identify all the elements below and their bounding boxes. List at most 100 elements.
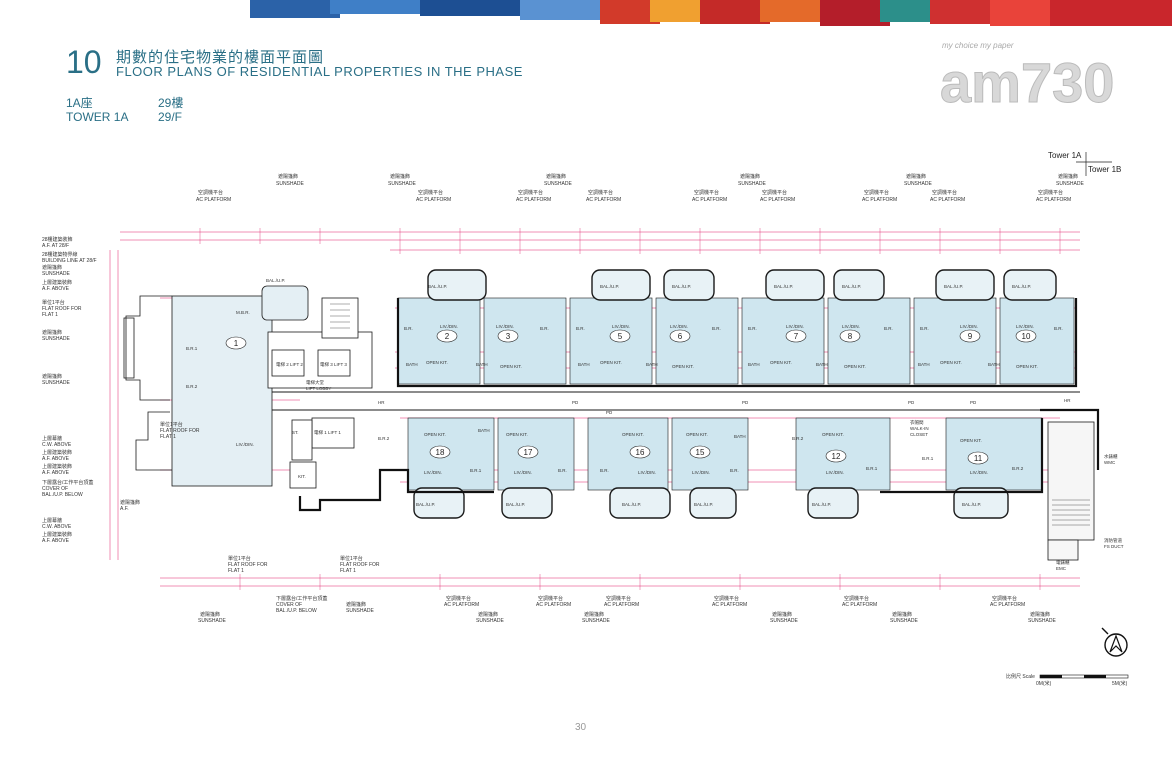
- svg-text:OPEN KIT.: OPEN KIT.: [622, 432, 644, 437]
- svg-text:A.F.: A.F.: [120, 506, 129, 512]
- svg-text:HR: HR: [378, 400, 385, 405]
- svg-text:B.R.: B.R.: [576, 326, 585, 331]
- svg-text:OPEN KIT.: OPEN KIT.: [844, 364, 866, 369]
- bottom-units: [407, 417, 1043, 491]
- svg-text:空調機平台: 空調機平台: [992, 595, 1017, 602]
- svg-text:OPEN KIT.: OPEN KIT.: [940, 360, 962, 365]
- svg-text:BAL./U.P.: BAL./U.P.: [506, 502, 525, 507]
- svg-text:遮陽篷飾: 遮陽篷飾: [42, 264, 62, 271]
- svg-text:FLAT ROOF FOR: FLAT ROOF FOR: [228, 562, 268, 568]
- svg-text:LIV./DIN.: LIV./DIN.: [960, 324, 978, 329]
- svg-text:空調機平台: 空調機平台: [694, 189, 719, 196]
- painting-banner: [0, 0, 1172, 26]
- svg-text:遮陽篷飾: 遮陽篷飾: [346, 601, 366, 608]
- svg-text:BATH: BATH: [918, 362, 930, 367]
- svg-text:SUNSHADE: SUNSHADE: [890, 618, 918, 624]
- svg-text:A.F. ABOVE: A.F. ABOVE: [42, 470, 70, 476]
- svg-text:遮陽篷飾: 遮陽篷飾: [42, 329, 62, 336]
- svg-text:0M(米): 0M(米): [1036, 680, 1052, 687]
- svg-text:單位1平台: 單位1平台: [340, 555, 363, 562]
- svg-text:FLAT 1: FLAT 1: [42, 312, 58, 318]
- svg-text:AC PLATFORM: AC PLATFORM: [692, 197, 727, 203]
- svg-text:FLAT 1: FLAT 1: [228, 568, 244, 574]
- flat-9-number: 9: [968, 332, 973, 341]
- svg-text:BAL./U.P.: BAL./U.P.: [842, 284, 861, 289]
- svg-text:SUNSHADE: SUNSHADE: [476, 618, 504, 624]
- svg-text:Tower 1B: Tower 1B: [1088, 165, 1121, 174]
- svg-text:電梯 2 LIFT 2: 電梯 2 LIFT 2: [276, 361, 303, 368]
- svg-text:OPEN KIT.: OPEN KIT.: [1016, 364, 1038, 369]
- svg-text:SUNSHADE: SUNSHADE: [582, 618, 610, 624]
- svg-text:電梯 1 LIFT 1: 電梯 1 LIFT 1: [314, 429, 341, 436]
- svg-text:LIV./DIN.: LIV./DIN.: [826, 470, 844, 475]
- svg-text:AC PLATFORM: AC PLATFORM: [760, 197, 795, 203]
- svg-text:上層幕牆: 上層幕牆: [42, 435, 62, 442]
- svg-text:SUNSHADE: SUNSHADE: [544, 181, 572, 187]
- flat-8-number: 8: [848, 332, 853, 341]
- scale-bar: 比例尺 Scale 0M(米) 5M(米): [1006, 673, 1129, 687]
- svg-text:SUNSHADE: SUNSHADE: [42, 380, 70, 386]
- svg-text:AC PLATFORM: AC PLATFORM: [712, 602, 747, 608]
- svg-text:LIV./DIN.: LIV./DIN.: [670, 324, 688, 329]
- svg-text:AC PLATFORM: AC PLATFORM: [862, 197, 897, 203]
- svg-text:LIV./DIN.: LIV./DIN.: [236, 442, 254, 447]
- svg-text:LIV./DIN.: LIV./DIN.: [514, 470, 532, 475]
- header-banner: [0, 0, 1172, 26]
- svg-text:空調機平台: 空調機平台: [518, 189, 543, 196]
- svg-text:單位1平台: 單位1平台: [42, 299, 65, 306]
- svg-text:空調機平台: 空調機平台: [446, 595, 471, 602]
- svg-text:28樓建築裝飾: 28樓建築裝飾: [42, 236, 73, 243]
- svg-text:電錶櫃: 電錶櫃: [1056, 559, 1070, 566]
- svg-text:BAL./U.P.: BAL./U.P.: [962, 502, 981, 507]
- svg-text:AC PLATFORM: AC PLATFORM: [990, 602, 1025, 608]
- svg-text:SUNSHADE: SUNSHADE: [904, 181, 932, 187]
- svg-text:OPEN KIT.: OPEN KIT.: [506, 432, 528, 437]
- svg-text:比例尺 Scale: 比例尺 Scale: [1006, 673, 1035, 680]
- svg-text:BAL./U.P.: BAL./U.P.: [1012, 284, 1031, 289]
- svg-text:BUILDING LINE AT 28/F: BUILDING LINE AT 28/F: [42, 258, 97, 264]
- svg-text:遮陽篷飾: 遮陽篷飾: [278, 173, 298, 180]
- svg-text:SUNSHADE: SUNSHADE: [42, 271, 70, 277]
- flat-16-number: 16: [636, 448, 645, 457]
- svg-text:OPEN KIT.: OPEN KIT.: [960, 438, 982, 443]
- svg-text:my choice my paper: my choice my paper: [942, 41, 1014, 50]
- svg-text:AC PLATFORM: AC PLATFORM: [604, 602, 639, 608]
- svg-text:遮陽篷飾: 遮陽篷飾: [200, 611, 220, 618]
- svg-text:BATH: BATH: [988, 362, 1000, 367]
- svg-text:空調機平台: 空調機平台: [418, 189, 443, 196]
- svg-text:B.R.: B.R.: [540, 326, 549, 331]
- flat-11-number: 11: [974, 454, 983, 463]
- svg-text:B.R.1: B.R.1: [470, 468, 482, 473]
- svg-text:FLAT 1: FLAT 1: [160, 434, 176, 440]
- svg-text:遮陽篷飾: 遮陽篷飾: [1058, 173, 1078, 180]
- svg-text:遮陽篷飾: 遮陽篷飾: [906, 173, 926, 180]
- svg-text:PD: PD: [742, 400, 749, 405]
- svg-text:上層建築裝飾: 上層建築裝飾: [42, 449, 72, 456]
- svg-text:A.F. ABOVE: A.F. ABOVE: [42, 538, 70, 544]
- svg-text:遮陽篷飾: 遮陽篷飾: [772, 611, 792, 618]
- svg-text:遮陽篷飾: 遮陽篷飾: [1030, 611, 1050, 618]
- svg-text:SUNSHADE: SUNSHADE: [770, 618, 798, 624]
- svg-text:WALK-IN: WALK-IN: [910, 426, 929, 431]
- svg-text:M.B.R.: M.B.R.: [236, 310, 250, 315]
- svg-text:B.R.: B.R.: [558, 468, 567, 473]
- svg-text:C.W. ABOVE: C.W. ABOVE: [42, 442, 72, 448]
- svg-text:LIV./DIN.: LIV./DIN.: [842, 324, 860, 329]
- section-number: 10: [66, 44, 102, 80]
- svg-text:AC PLATFORM: AC PLATFORM: [930, 197, 965, 203]
- svg-text:OPEN KIT.: OPEN KIT.: [424, 432, 446, 437]
- svg-text:OPEN KIT.: OPEN KIT.: [770, 360, 792, 365]
- svg-text:FLAT 1: FLAT 1: [340, 568, 356, 574]
- svg-text:BATH: BATH: [406, 362, 418, 367]
- svg-text:OPEN KIT.: OPEN KIT.: [822, 432, 844, 437]
- svg-text:空調機平台: 空調機平台: [588, 189, 613, 196]
- svg-text:空調機平台: 空調機平台: [864, 189, 889, 196]
- svg-text:LIV./DIN.: LIV./DIN.: [424, 470, 442, 475]
- svg-text:B.R.2: B.R.2: [378, 436, 390, 441]
- svg-text:FS DUCT: FS DUCT: [1104, 544, 1124, 549]
- svg-text:FLAT ROOF FOR: FLAT ROOF FOR: [340, 562, 380, 568]
- svg-text:OPEN KIT.: OPEN KIT.: [500, 364, 522, 369]
- svg-text:單位1平台: 單位1平台: [160, 421, 183, 428]
- svg-text:B.R.: B.R.: [748, 326, 757, 331]
- svg-text:C.W. ABOVE: C.W. ABOVE: [42, 524, 72, 530]
